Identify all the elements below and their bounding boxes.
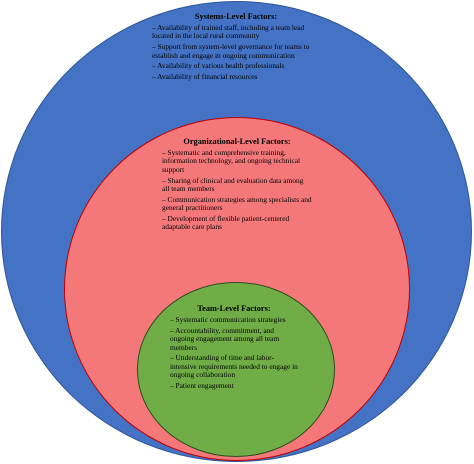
team-level-text: Team-Level Factors: – Systematic communi… [170, 304, 298, 393]
team-level-title: Team-Level Factors: [197, 304, 271, 313]
team-level-list: – Systematic communication strategies – … [170, 315, 298, 391]
organizational-level-item: – Systematic and comprehensive training,… [162, 148, 301, 174]
systems-level-item: – Support from system-level governance f… [152, 42, 310, 60]
team-level-item: – Understanding of time and labor-intens… [170, 353, 298, 380]
team-level-item: – Systematic communication strategies [170, 315, 286, 324]
organizational-level-item: – Sharing of clinical and evaluation dat… [162, 175, 304, 194]
organizational-level-title: Organizational-Level Factors: [183, 137, 291, 146]
team-level-item: – Accountability, commitment, and ongoin… [170, 325, 280, 352]
organizational-level-list: – Systematic and comprehensive training,… [162, 148, 312, 232]
organizational-level-text: Organizational-Level Factors: – Systemat… [162, 137, 312, 234]
systems-level-title: Systems-Level Factors: [194, 12, 278, 21]
systems-level-item: – Availability of trained staff, includi… [152, 23, 305, 41]
organizational-level-item: – Development of flexible patient-center… [162, 214, 290, 232]
organizational-level-item: – Communication strategies among special… [162, 194, 312, 213]
systems-level-item: – Availability of financial resources [152, 72, 258, 82]
systems-level-text: Systems-Level Factors: – Availability of… [152, 12, 320, 84]
systems-level-item: – Availability of various health profess… [152, 61, 285, 71]
team-level-circle [137, 282, 335, 457]
team-level-item: – Patient engagement [170, 381, 234, 391]
systems-level-list: – Availability of trained staff, includi… [152, 23, 320, 82]
